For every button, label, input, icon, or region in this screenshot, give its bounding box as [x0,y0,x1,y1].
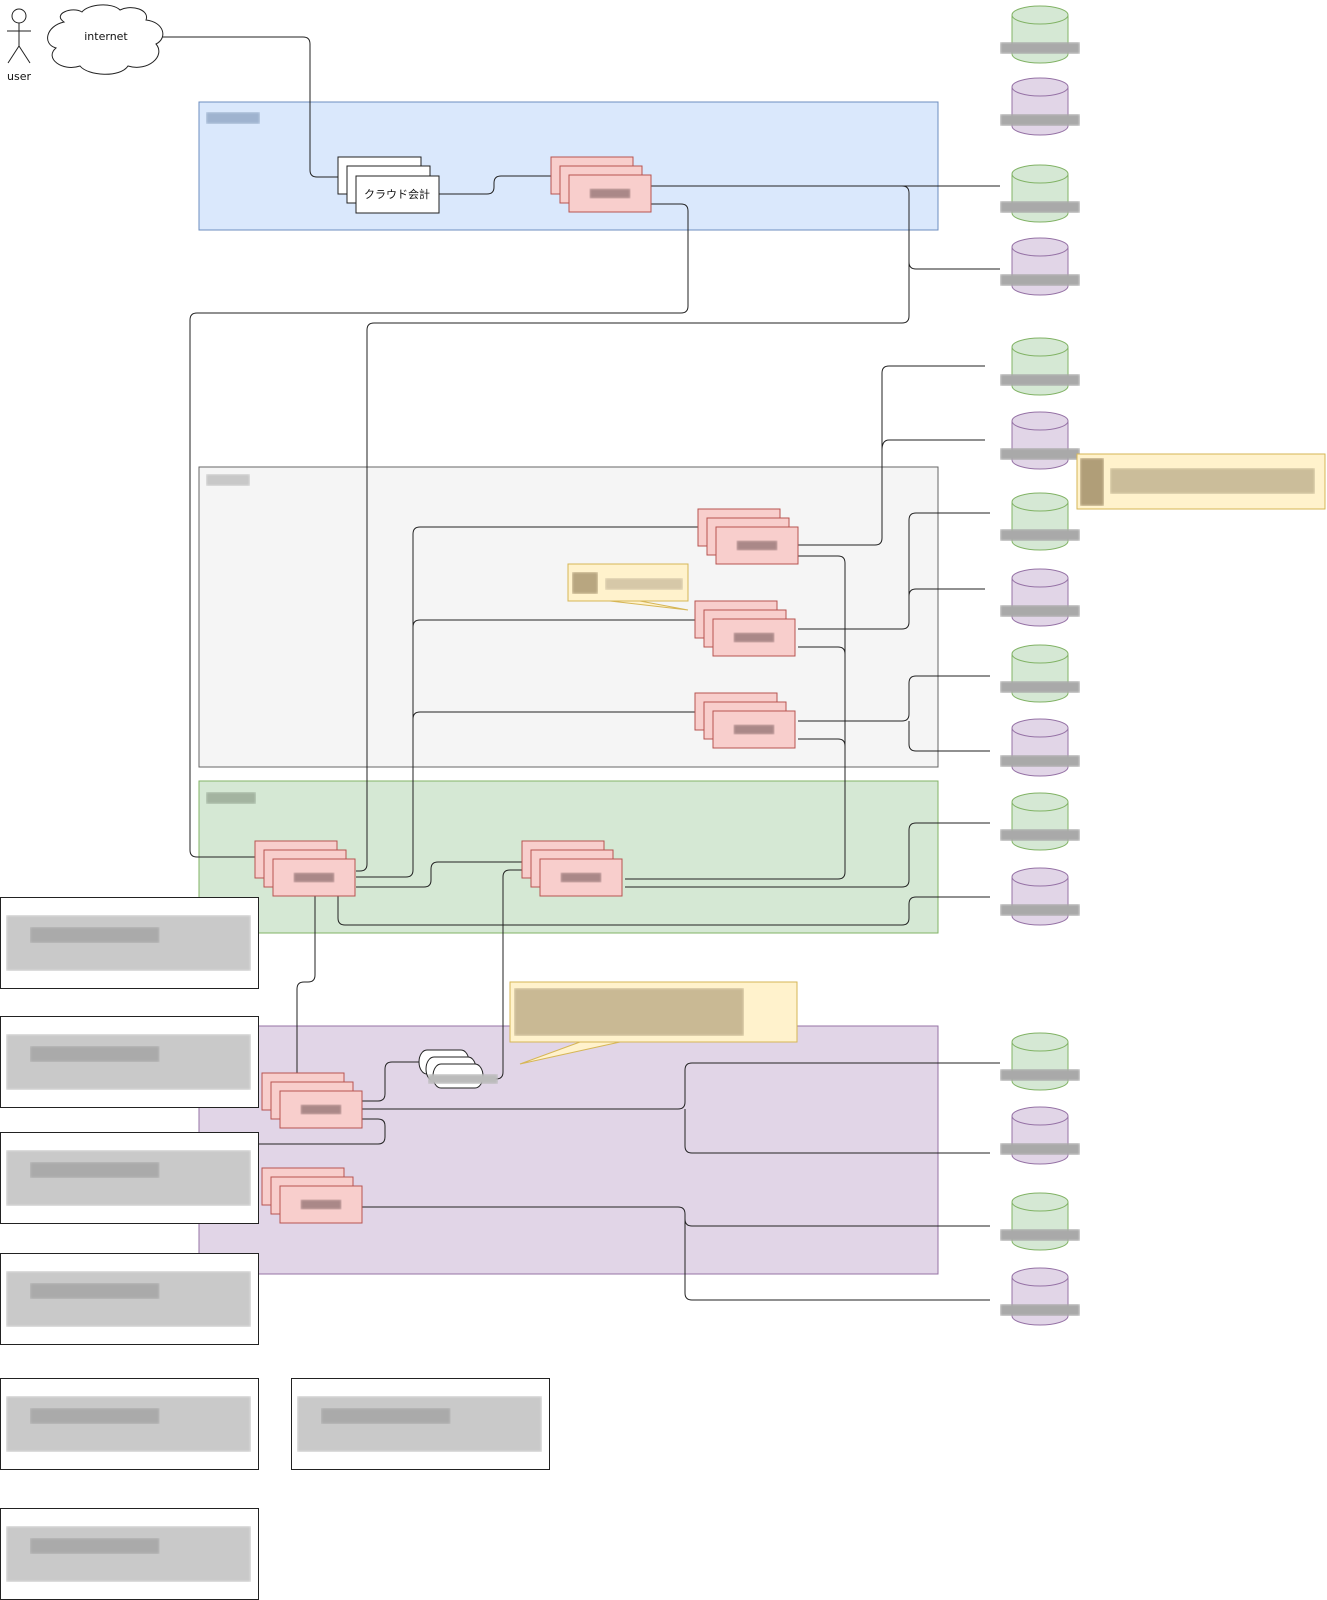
service-stack [254,840,356,897]
zone-blue-label-redacted [206,112,260,124]
database-icon [1000,1032,1080,1091]
database-label-redacted [1000,114,1080,126]
service-label-redacted [733,724,775,735]
database-label-redacted [1000,529,1080,541]
service-stack [521,840,623,897]
connectors [158,36,1000,1301]
service-label-redacted [300,1199,342,1210]
redacted-panel [0,1016,259,1108]
database-icon [1000,867,1080,926]
service-label-redacted [733,632,775,643]
database-icon [1000,568,1080,627]
redacted-panel [0,1508,259,1600]
database-label-redacted [1000,448,1080,460]
database-icon [1000,1192,1080,1251]
database-icon [1000,718,1080,777]
redacted-panel [0,1253,259,1345]
database-label-redacted [1000,1069,1080,1081]
database-icon [1000,337,1080,396]
database-icon [1000,792,1080,851]
service-stack [694,692,796,749]
redacted-panel [291,1378,550,1470]
database-icon [1000,237,1080,296]
database-label-redacted [1000,374,1080,386]
service-stack [697,508,799,565]
database-icon [1000,492,1080,551]
service-label-redacted [300,1104,342,1115]
database-icon [1000,1106,1080,1165]
zone-gray [198,466,939,768]
database-label-redacted [1000,42,1080,54]
service-label-redacted [736,540,778,551]
database-icon [1000,411,1080,470]
redacted-panel [0,1132,259,1224]
zone-green-label-redacted [206,792,256,804]
database-label-redacted [1000,681,1080,693]
database-icon [1000,644,1080,703]
user-actor [7,8,31,64]
service-stack [261,1072,363,1129]
service-label-redacted [589,188,631,199]
database-label-redacted [1000,829,1080,841]
zone-purple [198,1025,939,1275]
database-label-redacted [1000,755,1080,767]
service-label-redacted [293,872,335,883]
redacted-panel [0,1378,259,1470]
service-stack [694,600,796,657]
cloud-icon [47,4,164,75]
database-label-redacted [1000,605,1080,617]
main-app-label: クラウド会計 [364,187,430,201]
service-stack [261,1167,363,1224]
service-stack [550,156,652,213]
redacted-panel [0,897,259,989]
note-top-right [1076,453,1326,510]
main-app-stack [337,156,440,214]
database-label-redacted [1000,1143,1080,1155]
user-label: user [7,70,31,83]
zone-gray-label-redacted [206,474,250,486]
note-gray-zone [567,563,689,611]
database-label-redacted [1000,1229,1080,1241]
database-icon [1000,77,1080,136]
database-label-redacted [1000,1304,1080,1316]
database-icon [1000,1267,1080,1326]
service-label-redacted [560,872,602,883]
database-icon [1000,164,1080,223]
database-label-redacted [1000,201,1080,213]
database-label-redacted [1000,274,1080,286]
queue-icon [418,1049,498,1089]
cloud-label: internet [84,30,128,43]
database-label-redacted [1000,904,1080,916]
note-purple-zone [509,981,798,1065]
database-icon [1000,5,1080,64]
